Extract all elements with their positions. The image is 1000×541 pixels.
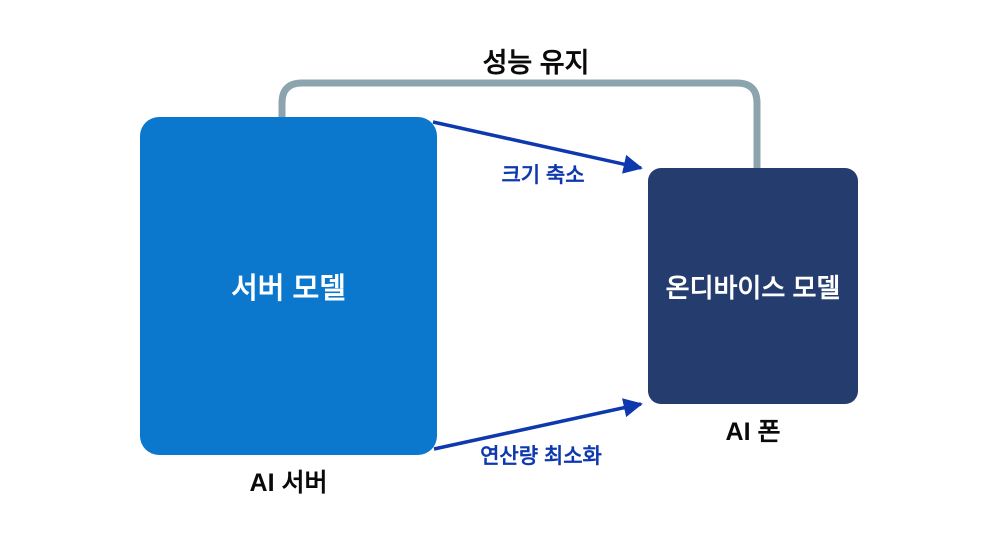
computation-minimization-arrow: [433, 398, 643, 451]
server-model-label: 서버 모델: [231, 273, 346, 305]
on-device-model-label: 온디바이스 모델: [665, 272, 841, 303]
computation-minimization-label: 연산량 최소화: [480, 445, 602, 468]
size-reduction-arrow: [432, 120, 643, 174]
performance-maintained-label: 성능 유지: [482, 48, 590, 78]
size-reduction-label: 크기 축소: [501, 164, 585, 187]
on-device-model-box: 온디바이스 모델: [648, 168, 858, 404]
performance-bracket-line: [278, 79, 761, 176]
server-model-box: 서버 모델: [140, 117, 437, 455]
ai-server-caption: AI 서버: [249, 469, 328, 497]
ai-phone-caption: AI 폰: [725, 418, 781, 446]
